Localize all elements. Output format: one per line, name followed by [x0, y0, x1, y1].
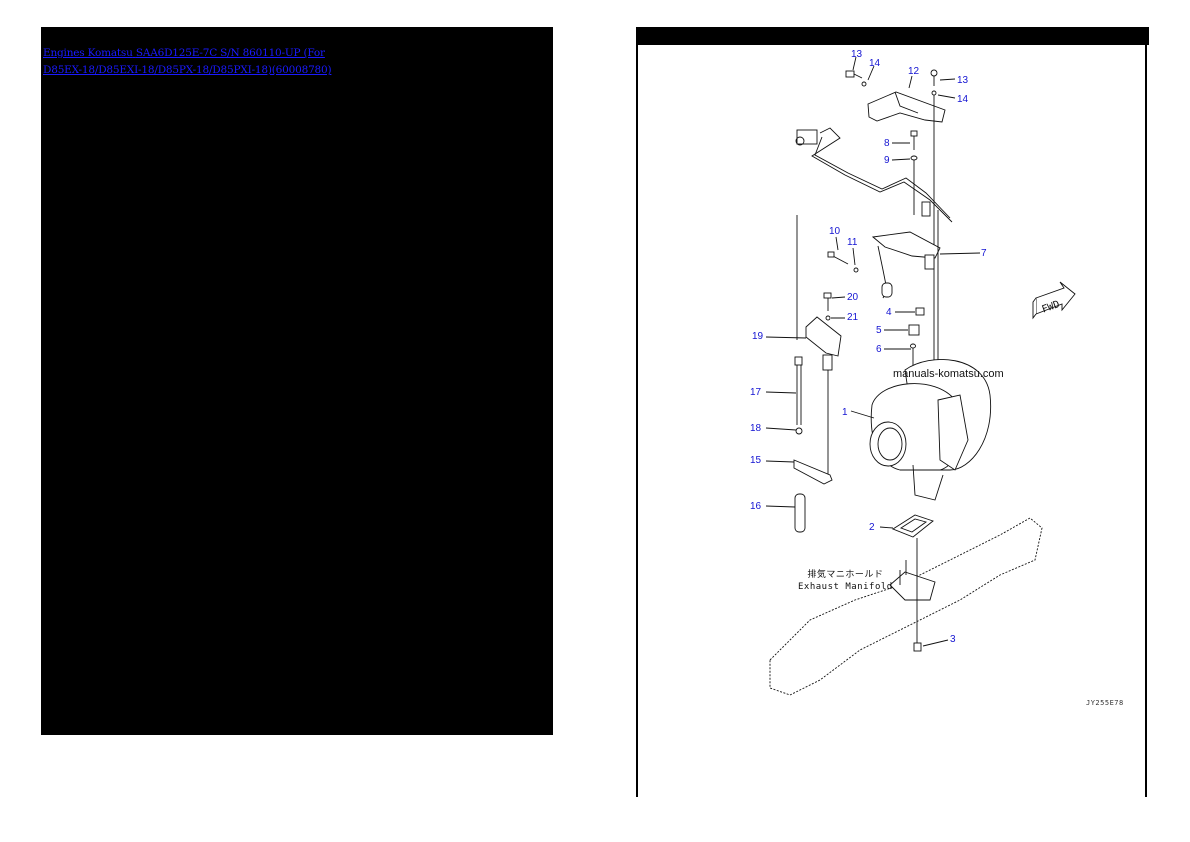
part-callout-4[interactable]: 4 [886, 307, 892, 318]
part-callout-8[interactable]: 8 [884, 138, 890, 149]
engine-model-link[interactable]: Engines Komatsu SAA6D125E-7C S/N 860110-… [43, 45, 343, 79]
part-callout-16[interactable]: 16 [750, 501, 762, 512]
left-panel: Engines Komatsu SAA6D125E-7C S/N 860110-… [41, 27, 553, 735]
part-callout-7[interactable]: 7 [981, 248, 987, 259]
part-callout-13[interactable]: 13 [957, 75, 969, 86]
part-callout-18[interactable]: 18 [750, 423, 762, 434]
part-callout-1[interactable]: 1 [842, 407, 848, 418]
part-callout-10[interactable]: 10 [829, 226, 841, 237]
part-callout-5[interactable]: 5 [876, 325, 882, 336]
engines-komatsu-link[interactable]: Engines Komatsu [43, 47, 133, 59]
exhaust-manifold-label-jp: 排気マニホールド [807, 570, 884, 580]
exhaust-manifold-label-en: Exhaust Manifold [798, 582, 893, 592]
part-callout-13[interactable]: 13 [851, 49, 863, 60]
part-callout-20[interactable]: 20 [847, 292, 859, 303]
part-callout-17[interactable]: 17 [750, 387, 762, 398]
drawing-code: JY255E78 [1086, 699, 1124, 707]
exhaust-manifold-label: 排気マニホールド Exhaust Manifold [798, 569, 893, 593]
part-callout-2[interactable]: 2 [869, 522, 875, 533]
part-callout-6[interactable]: 6 [876, 344, 882, 355]
part-callout-11[interactable]: 11 [847, 237, 858, 248]
model-serial-link[interactable]: SAA6D125E-7C S/N 860110-UP (For D85EX-18… [43, 47, 332, 76]
part-callout-14[interactable]: 14 [869, 58, 881, 69]
parts-diagram-frame [636, 27, 1147, 797]
part-callout-9[interactable]: 9 [884, 155, 890, 166]
diagram-header-bar [636, 27, 1149, 45]
part-callout-21[interactable]: 21 [847, 312, 859, 323]
part-callout-14[interactable]: 14 [957, 94, 969, 105]
watermark-text: manuals-komatsu.com [893, 368, 1004, 380]
part-callout-19[interactable]: 19 [752, 331, 764, 342]
part-callout-15[interactable]: 15 [750, 455, 762, 466]
part-callout-12[interactable]: 12 [908, 66, 920, 77]
part-callout-3[interactable]: 3 [950, 634, 956, 645]
